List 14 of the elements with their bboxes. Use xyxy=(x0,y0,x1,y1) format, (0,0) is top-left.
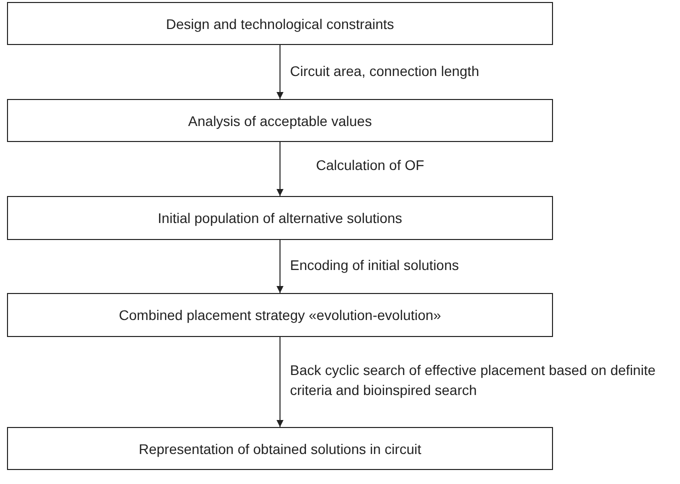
box-label: Analysis of acceptable values xyxy=(188,112,372,128)
process-box xyxy=(7,293,553,337)
process-box xyxy=(7,2,553,45)
arrow xyxy=(276,336,284,428)
box-label: Initial population of alternative solutions xyxy=(158,210,402,226)
arrow xyxy=(276,142,284,196)
arrow xyxy=(276,44,284,100)
process-box xyxy=(7,99,553,142)
process-box xyxy=(7,196,553,240)
arrow xyxy=(276,240,284,294)
box-label: Design and technological constraints xyxy=(166,16,394,32)
box-label: Combined placement strategy «evolution-evolution» xyxy=(118,307,442,323)
box-label: Representation of obtained solutions in circuit xyxy=(138,440,422,456)
process-box xyxy=(7,427,553,470)
